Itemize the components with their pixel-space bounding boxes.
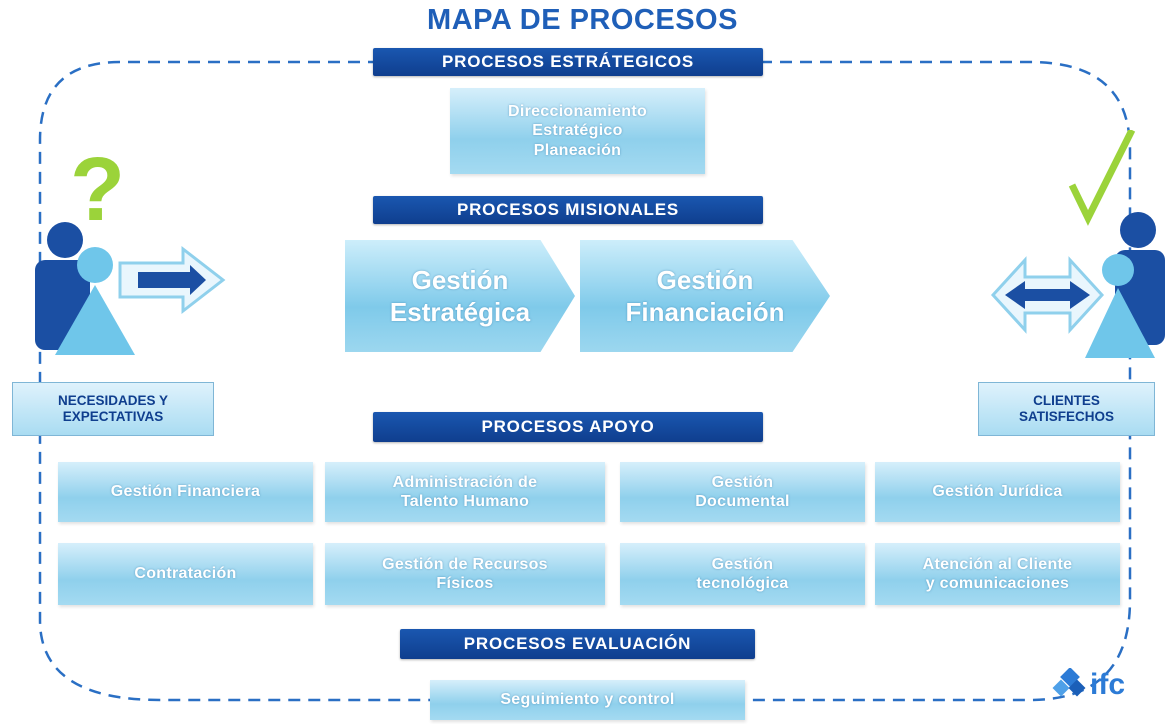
box-gestion-documental: Gestión Documental	[620, 462, 865, 522]
chevron-gestion-financiacion: Gestión Financiación	[580, 240, 830, 352]
box-recursos-fisicos: Gestión de Recursos Físicos	[325, 543, 605, 605]
box-gestion-tecnologica: Gestión tecnológica	[620, 543, 865, 605]
arrow-right-icon	[118, 245, 226, 315]
person-checkmark-icon	[1068, 130, 1165, 358]
box-atencion-cliente: Atención al Cliente y comunicaciones	[875, 543, 1120, 605]
person-question-icon: ?	[35, 140, 135, 355]
ifc-logo-icon	[1052, 668, 1086, 697]
page-title: MAPA DE PROCESOS	[427, 4, 738, 36]
header-procesos-estrategicos: PROCESOS ESTRÁTEGICOS	[373, 48, 763, 76]
label-necesidades-expectativas: NECESIDADES Y EXPECTATIVAS	[12, 382, 214, 436]
ifc-logo-text: ifc	[1090, 668, 1126, 701]
double-arrow-icon	[990, 256, 1105, 334]
box-contratacion: Contratación	[58, 543, 313, 605]
chevron-gestion-estrategica: Gestión Estratégica	[345, 240, 575, 352]
label-clientes-satisfechos: CLIENTES SATISFECHOS	[978, 382, 1155, 436]
svg-text:?: ?	[70, 140, 125, 240]
box-talento-humano: Administración de Talento Humano	[325, 462, 605, 522]
header-procesos-misionales: PROCESOS MISIONALES	[373, 196, 763, 224]
header-procesos-evaluacion: PROCESOS EVALUACIÓN	[400, 629, 755, 659]
box-gestion-juridica: Gestión Jurídica	[875, 462, 1120, 522]
box-seguimiento-control: Seguimiento y control	[430, 680, 745, 720]
box-direccionamiento-estrategico: Direccionamiento Estratégico Planeación	[450, 88, 705, 174]
header-procesos-apoyo: PROCESOS APOYO	[373, 412, 763, 442]
box-gestion-financiera: Gestión Financiera	[58, 462, 313, 522]
